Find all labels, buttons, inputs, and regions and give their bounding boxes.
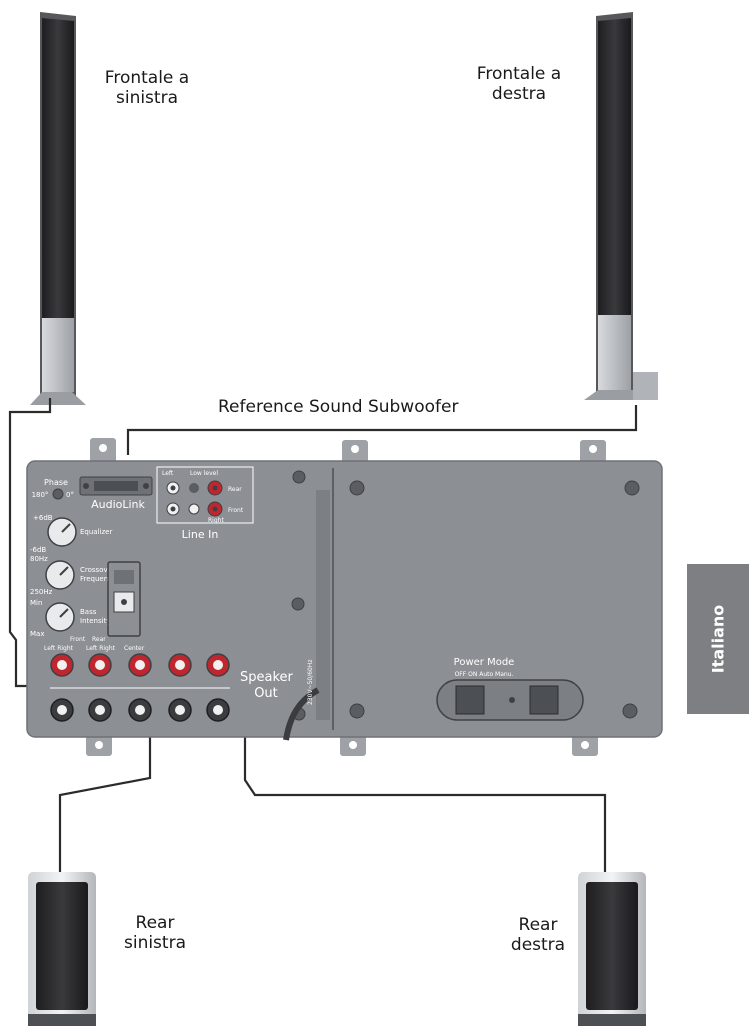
knob-bottom: 250Hz xyxy=(30,588,53,596)
language-tab: Italiano xyxy=(687,564,749,714)
knob-top: Min xyxy=(30,599,42,607)
phase-value-0: 0° xyxy=(66,491,74,499)
label-line: sinistra xyxy=(115,88,178,108)
knob-label: Frequency xyxy=(80,575,116,583)
rear-left-label: Rear sinistra xyxy=(110,913,200,953)
front-left-speaker xyxy=(30,12,86,405)
label-line: destra xyxy=(510,935,566,955)
out-label-center: Center xyxy=(124,645,145,652)
audiolink-label: AudioLink xyxy=(91,498,145,511)
label-line: sinistra xyxy=(123,933,186,953)
rear-right-label: Rear destra xyxy=(493,915,583,955)
front-left-label: Frontale a sinistra xyxy=(97,68,197,108)
phase-label: Phase xyxy=(44,478,68,487)
rear-left-speaker xyxy=(28,872,96,1026)
knob-label: Equalizer xyxy=(80,528,112,536)
language-tab-label: Italiano xyxy=(708,604,728,674)
knob-bottom: -6dB xyxy=(30,546,46,554)
power-mode-label: Power Mode xyxy=(454,657,515,668)
power-switch-right[interactable] xyxy=(529,685,559,715)
knob-top: 80Hz xyxy=(30,555,48,563)
out-label-rear: Rear xyxy=(92,636,106,643)
power-switch-left[interactable] xyxy=(455,685,485,715)
front-right-label: Frontale a destra xyxy=(469,64,569,104)
power-mode-options: OFF ON Auto Manu. xyxy=(455,671,514,678)
label-line: Rear xyxy=(518,915,558,935)
line-in-left: Left xyxy=(162,470,174,477)
out-label-lr-front: Left Right xyxy=(44,645,74,652)
knob-label: Intensity xyxy=(80,617,110,625)
line-in-rear: Rear xyxy=(228,486,242,493)
label-line: Out xyxy=(254,686,278,701)
knob-top: +6dB xyxy=(33,514,53,522)
voltage-label: 230V~50/60Hz xyxy=(307,659,314,705)
label-line: Frontale a xyxy=(104,68,190,88)
speaker-out-label: Speaker Out xyxy=(240,670,293,702)
knob-bottom: Max xyxy=(30,630,44,638)
front-right-speaker xyxy=(584,12,658,400)
equalizer-knob[interactable]: +6dB Equalizer xyxy=(33,514,112,547)
line-in-label: Line In xyxy=(182,528,219,541)
out-label-front: Front xyxy=(70,636,86,643)
subwoofer-panel: AudioLink Phase 180° 0° +6dB Equalizer -… xyxy=(26,438,663,756)
label-line: destra xyxy=(491,84,547,104)
subwoofer-label: Reference Sound Subwoofer xyxy=(218,397,459,417)
rear-right-speaker xyxy=(578,872,646,1026)
line-in-low-level: Low level xyxy=(190,470,218,477)
bass-intensity-knob[interactable]: Min Bass Intensity Max xyxy=(30,599,110,638)
speaker-out-jacks[interactable] xyxy=(50,653,230,722)
phase-value-180: 180° xyxy=(32,491,49,499)
line-in-front: Front xyxy=(228,507,244,514)
label-line: Speaker xyxy=(240,670,293,685)
crossover-knob[interactable]: -6dB 80Hz Crossover Frequency 250Hz xyxy=(30,546,116,596)
out-label-lr-rear: Left Right xyxy=(86,645,116,652)
knob-label: Bass xyxy=(80,608,97,616)
knob-label: Crossover xyxy=(80,566,115,574)
label-line: Rear xyxy=(135,913,175,933)
line-in-right: Right xyxy=(208,517,224,524)
label-line: Frontale a xyxy=(476,64,562,84)
